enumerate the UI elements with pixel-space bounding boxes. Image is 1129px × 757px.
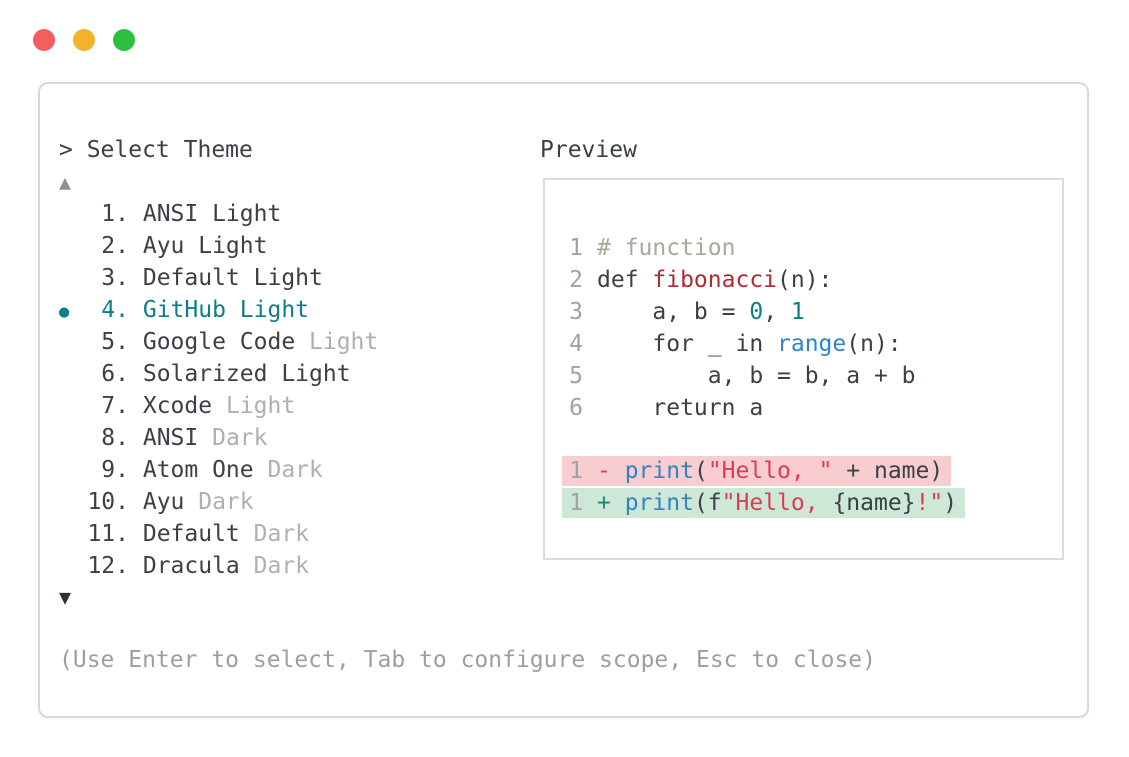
code-line: 6 return a (569, 392, 965, 424)
code-token: return a (597, 395, 764, 421)
code-token: - (597, 458, 625, 484)
theme-name: Google Code (129, 329, 296, 355)
theme-variant: Dark (184, 489, 254, 515)
code-token: ( (693, 458, 708, 484)
line-number: 1 (569, 458, 583, 484)
theme-number: 10. (87, 489, 129, 515)
line-number: 4 (569, 331, 583, 357)
theme-name: Atom One (129, 457, 254, 483)
code-line: 3 a, b = 0, 1 (569, 296, 965, 328)
code-line: 4 for _ in range(n): (569, 328, 965, 360)
code-token: (f (693, 490, 722, 516)
theme-name: Ayu (129, 489, 185, 515)
code-line: 2 def fibonacci(n): (569, 264, 965, 296)
theme-number: 9. (101, 457, 129, 483)
code-token: "Hello, " (707, 458, 833, 484)
code-token: a, b = b, a + b (597, 363, 916, 389)
theme-number: 7. (101, 393, 129, 419)
traffic-light-minimize-button[interactable] (73, 29, 95, 51)
theme-name: GitHub Light (129, 297, 310, 323)
theme-number: 3. (101, 265, 129, 291)
code-token: + name) (832, 458, 944, 484)
theme-name: Xcode (129, 393, 213, 419)
theme-list-item-default[interactable]: 11. Default Dark (59, 518, 378, 550)
scroll-up-icon[interactable]: ▲ (59, 170, 72, 194)
traffic-light-close-button[interactable] (33, 29, 55, 51)
line-number: 1 (569, 490, 583, 516)
line-number: 6 (569, 395, 583, 421)
theme-list-item-google-code[interactable]: 5. Google Code Light (59, 326, 378, 358)
theme-number: 4. (101, 297, 129, 323)
theme-number: 11. (87, 521, 129, 547)
theme-number: 12. (87, 553, 129, 579)
code-token: print (624, 458, 694, 484)
theme-list-item-default-light[interactable]: 3. Default Light (59, 262, 378, 294)
select-theme-prompt: > Select Theme (59, 137, 253, 163)
code-blank-line (569, 424, 965, 456)
theme-list-item-xcode[interactable]: 7. Xcode Light (59, 390, 378, 422)
theme-variant: Dark (198, 425, 268, 451)
theme-name: Ayu Light (129, 233, 268, 259)
code-token: "Hello, (721, 490, 833, 516)
theme-variant: Dark (239, 553, 310, 579)
theme-list-item-ayu-light[interactable]: 2. Ayu Light (59, 230, 378, 262)
code-token: for _ in (597, 331, 778, 357)
code-line: 5 a, b = b, a + b (569, 360, 965, 392)
keyboard-hint: (Use Enter to select, Tab to configure s… (59, 647, 876, 673)
theme-list-item-dracula[interactable]: 12. Dracula Dark (59, 550, 378, 582)
theme-list-item-ansi[interactable]: 8. ANSI Dark (59, 422, 378, 454)
diff-line-del: 1- print("Hello, " + name) (562, 456, 952, 486)
preview-title: Preview (540, 137, 637, 163)
diff-line-add: 1 + print(f"Hello, {name}!") (562, 488, 966, 518)
code-token: , (763, 299, 791, 325)
code-token: print (624, 490, 694, 516)
theme-variant: Dark (253, 457, 323, 483)
code-token: (n): (777, 267, 833, 293)
theme-name: Default Light (129, 265, 323, 291)
theme-number: 8. (101, 425, 129, 451)
theme-variant: Light (212, 393, 296, 419)
code-token: 0 (749, 299, 764, 325)
traffic-light-zoom-button[interactable] (113, 29, 135, 51)
theme-list-item-ayu[interactable]: 10. Ayu Dark (59, 486, 378, 518)
theme-number: 1. (101, 201, 129, 227)
theme-list-item-atom-one[interactable]: 9. Atom One Dark (59, 454, 378, 486)
line-number: 5 (569, 363, 583, 389)
theme-name: ANSI Light (129, 201, 282, 227)
theme-variant: Dark (239, 521, 310, 547)
scroll-down-icon[interactable]: ▼ (59, 585, 72, 609)
code-token: (n): (846, 331, 902, 357)
theme-list-item-ansi-light[interactable]: 1. ANSI Light (59, 198, 378, 230)
theme-variant: Light (295, 329, 379, 355)
code-token: + (597, 490, 625, 516)
theme-name: ANSI (129, 425, 199, 451)
line-number: 3 (569, 299, 583, 325)
theme-number: 6. (101, 361, 129, 387)
selected-bullet-icon: ● (59, 302, 70, 322)
theme-number: 5. (101, 329, 129, 355)
theme-name: Solarized Light (129, 361, 351, 387)
theme-list-item-github-light[interactable]: ● 4. GitHub Light (59, 294, 378, 326)
code-line: 1 # function (569, 232, 965, 264)
theme-number: 2. (101, 233, 129, 259)
theme-name: Dracula (129, 553, 240, 579)
code-token: def (597, 267, 653, 293)
line-number: 2 (569, 267, 583, 293)
theme-name: Default (129, 521, 240, 547)
line-number: 1 (569, 235, 583, 261)
code-token: ) (943, 490, 958, 516)
code-token: a, b = (597, 299, 750, 325)
code-token: fibonacci (652, 267, 778, 293)
code-token: # function (597, 235, 736, 261)
code-token: {name} (832, 490, 916, 516)
theme-list-item-solarized-light[interactable]: 6. Solarized Light (59, 358, 378, 390)
code-token: !" (915, 490, 944, 516)
code-token: 1 (790, 299, 805, 325)
code-token: range (777, 331, 847, 357)
